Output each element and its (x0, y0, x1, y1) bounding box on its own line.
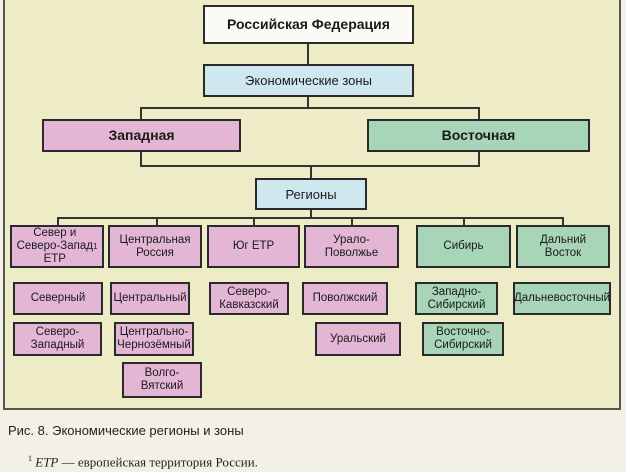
connector (57, 217, 59, 225)
group-label: Север и Северо-Запад ЕТР (16, 227, 93, 265)
connector (140, 107, 480, 109)
footnote-mark: 1 (28, 454, 32, 463)
group-siberia: Сибирь (416, 225, 511, 268)
region-north-caucasus: Северо- Кавказский (209, 282, 289, 315)
footnote-text: — европейская территория России. (58, 454, 258, 470)
regions-box: Регионы (255, 178, 367, 210)
connector (310, 165, 312, 178)
connector (156, 217, 158, 225)
connector (310, 210, 312, 218)
russian-federation-box: Российская Федерация (203, 5, 414, 44)
group-far-east: Дальний Восток (516, 225, 610, 268)
zone-west: Западная (42, 119, 241, 152)
group-ural-volga: Урало- Поволжье (304, 225, 399, 268)
footnote: 1 ETP — европейская территория России. (28, 454, 258, 470)
connector (253, 217, 255, 225)
connector (140, 152, 142, 166)
connector (463, 217, 465, 225)
footnote-abbr: ETP (35, 454, 59, 470)
group-central-russia: Центральная Россия (108, 225, 202, 268)
footnote-mark: 1 (92, 242, 98, 251)
economic-zones-box: Экономические зоны (203, 64, 414, 97)
connector (307, 97, 309, 108)
region-far-eastern: Дальневосточный (513, 282, 611, 315)
connector (307, 44, 309, 64)
region-volga-vyatka: Волго- Вятский (122, 362, 202, 398)
figure-caption: Рис. 8. Экономические регионы и зоны (8, 423, 244, 438)
region-ural: Уральский (315, 322, 401, 356)
region-central-chernozem: Центрально- Чернозёмный (114, 322, 194, 356)
connector (478, 107, 480, 119)
region-northwestern: Северо- Западный (13, 322, 102, 356)
region-northern: Северный (13, 282, 103, 315)
connector (140, 107, 142, 119)
connector (57, 217, 564, 219)
connector (478, 152, 480, 166)
region-central: Центральный (110, 282, 190, 315)
connector (351, 217, 353, 225)
connector (562, 217, 564, 225)
region-west-siberian: Западно- Сибирский (415, 282, 498, 315)
region-volga: Поволжский (302, 282, 388, 315)
zone-east: Восточная (367, 119, 590, 152)
group-south: Юг ЕТР (207, 225, 300, 268)
region-east-siberian: Восточно- Сибирский (422, 322, 504, 356)
